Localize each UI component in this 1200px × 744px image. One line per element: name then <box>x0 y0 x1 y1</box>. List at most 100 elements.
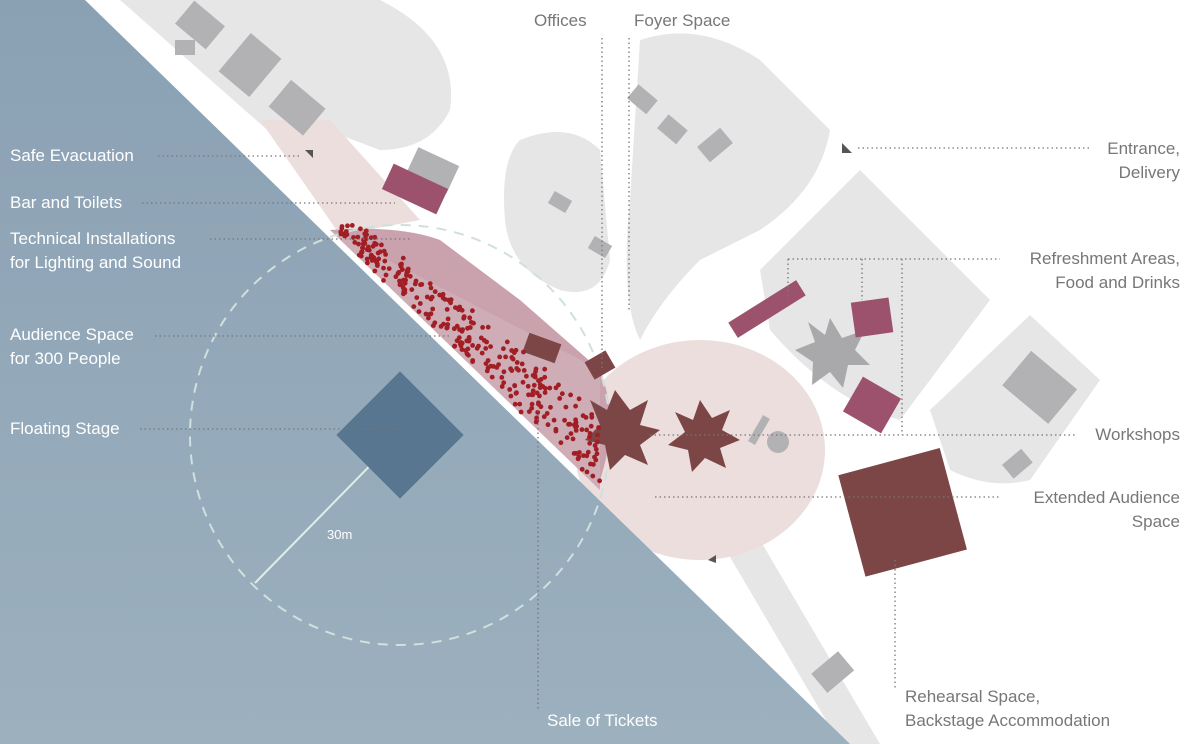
person-mark <box>400 255 406 261</box>
person-mark <box>403 277 408 283</box>
person-mark <box>541 414 547 420</box>
entrance-marker <box>842 143 852 153</box>
person-mark <box>381 265 386 271</box>
person-mark <box>419 282 425 287</box>
person-mark <box>571 422 577 428</box>
person-mark <box>585 449 591 455</box>
person-mark <box>488 344 493 349</box>
person-mark <box>579 466 585 472</box>
leader-lines <box>140 38 1090 710</box>
label-line: Technical Installations <box>10 229 176 248</box>
person-mark <box>529 401 535 407</box>
person-mark <box>445 316 451 322</box>
person-mark <box>563 404 569 410</box>
person-mark <box>459 347 465 352</box>
person-mark <box>461 314 467 319</box>
person-mark <box>513 347 519 353</box>
person-mark <box>444 307 450 312</box>
person-mark <box>358 226 363 232</box>
person-mark <box>558 440 564 446</box>
land-area-foyer <box>626 33 830 340</box>
person-mark <box>526 409 532 414</box>
person-mark <box>441 321 446 327</box>
label-safe-evacuation: Safe Evacuation <box>10 146 134 165</box>
person-mark <box>345 223 350 229</box>
shore-audience-strip <box>330 230 600 490</box>
person-mark <box>412 281 418 287</box>
person-mark <box>580 413 586 419</box>
label-line: Audience Space <box>10 325 134 344</box>
person-mark <box>452 343 457 349</box>
person-mark <box>597 478 602 484</box>
person-mark <box>483 346 489 351</box>
person-mark <box>595 432 600 438</box>
person-mark <box>476 343 481 349</box>
person-mark <box>512 383 518 389</box>
person-mark <box>484 339 489 345</box>
person-mark <box>514 390 519 396</box>
person-mark <box>489 374 495 380</box>
person-mark <box>368 252 374 258</box>
person-mark <box>521 368 527 373</box>
person-mark <box>372 268 378 274</box>
person-mark <box>508 393 514 399</box>
person-mark <box>557 396 563 401</box>
person-mark <box>386 266 392 271</box>
person-mark <box>411 304 417 309</box>
person-mark <box>478 335 484 341</box>
person-mark <box>573 428 579 433</box>
person-mark <box>496 362 501 367</box>
person-mark <box>508 366 513 372</box>
person-mark <box>575 456 581 462</box>
person-mark <box>464 338 470 344</box>
person-mark <box>423 311 429 317</box>
person-mark <box>547 385 553 391</box>
person-mark <box>533 369 538 375</box>
land-area-north <box>200 0 452 150</box>
label-line: Delivery <box>1118 163 1180 182</box>
label-line: Rehearsal Space, <box>905 687 1041 706</box>
person-mark <box>485 358 491 363</box>
person-mark <box>559 391 565 397</box>
person-mark <box>398 262 403 268</box>
person-mark <box>512 401 518 407</box>
person-mark <box>363 236 369 242</box>
person-mark <box>576 396 582 402</box>
person-mark <box>427 281 433 286</box>
person-mark <box>588 461 593 467</box>
person-mark <box>458 343 464 349</box>
person-mark <box>383 252 388 257</box>
person-mark <box>365 260 370 266</box>
person-mark <box>595 439 600 445</box>
person-mark <box>573 417 578 423</box>
person-mark <box>470 343 475 348</box>
person-mark <box>518 409 524 415</box>
label-line: for 300 People <box>10 349 121 368</box>
person-mark <box>383 272 389 278</box>
person-mark <box>428 311 434 317</box>
person-mark <box>562 417 567 423</box>
person-mark <box>596 425 601 430</box>
person-mark <box>542 390 548 395</box>
person-mark <box>471 320 476 326</box>
person-mark <box>533 419 539 425</box>
person-mark <box>531 382 537 388</box>
person-mark <box>402 290 408 295</box>
person-mark <box>499 375 505 380</box>
person-mark <box>594 451 600 457</box>
person-mark <box>503 354 508 360</box>
person-mark <box>437 292 443 298</box>
person-mark <box>480 325 485 330</box>
person-mark <box>545 422 551 428</box>
person-mark <box>456 335 462 341</box>
person-mark <box>519 361 525 367</box>
person-mark <box>372 234 378 240</box>
label-line: Refreshment Areas, <box>1029 249 1180 268</box>
person-mark <box>537 393 542 399</box>
bar-toilets-buildings <box>381 163 902 434</box>
person-mark <box>428 285 434 291</box>
person-mark <box>339 224 345 229</box>
label-refreshment: Refreshment Areas,Food and Drinks <box>1030 247 1180 295</box>
